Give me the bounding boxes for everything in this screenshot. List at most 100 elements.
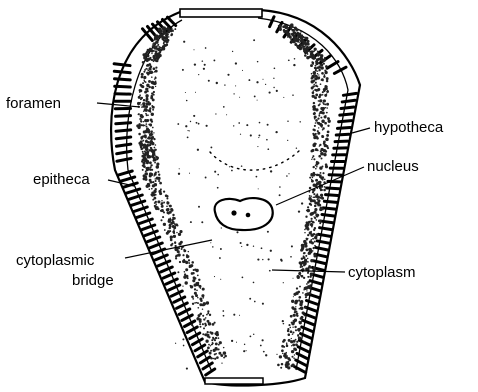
cytoplasm-dot <box>253 282 255 284</box>
cytoplasm-dot <box>195 92 196 93</box>
cytoplasm-dot <box>312 144 315 147</box>
cytoplasm-dot <box>300 307 301 308</box>
cytoplasm-dot <box>206 301 209 304</box>
cytoplasm-dot <box>320 83 322 85</box>
cytoplasm-dot <box>310 259 313 262</box>
cytoplasm-dot <box>155 67 157 69</box>
cytoplasm-dot <box>161 37 164 40</box>
cytoplasm-dot <box>312 157 314 159</box>
cytoplasm-dot <box>313 136 316 139</box>
cytoplasm-dot <box>206 333 208 335</box>
label-bridge: bridge <box>72 272 114 289</box>
cytoplasm-dot <box>262 259 263 260</box>
cytoplasm-dot <box>185 125 187 127</box>
cytoplasm-dot <box>323 189 326 192</box>
cytoplasm-dot <box>159 29 162 32</box>
cytoplasm-dot <box>166 195 169 198</box>
cytoplasm-dot <box>257 146 258 147</box>
cytoplasm-dot <box>142 82 144 84</box>
cytoplasm-dot <box>173 229 175 231</box>
cytoplasm-dot <box>142 153 144 155</box>
cytoplasm-dot <box>310 54 312 56</box>
cytoplasm-dot <box>317 132 320 135</box>
cytoplasm-dot <box>140 84 143 87</box>
hypotheca-chamber <box>321 221 333 223</box>
cytoplasm-dot <box>218 352 221 355</box>
cytoplasm-dot <box>152 98 155 101</box>
cytoplasm-dot <box>324 71 327 74</box>
hypotheca-chamber <box>337 127 350 128</box>
cytoplasm-dot <box>320 107 323 110</box>
cytoplasm-dot <box>150 111 152 113</box>
cytoplasm-dot <box>242 70 243 71</box>
cytoplasm-dot <box>254 301 256 303</box>
cytoplasm-dot <box>313 221 315 223</box>
hypotheca-chamber <box>336 134 349 135</box>
cytoplasm-dot <box>191 295 194 298</box>
cytoplasm-dot <box>315 122 317 124</box>
cytoplasm-dot <box>205 177 207 179</box>
cytoplasm-dot <box>151 120 153 122</box>
cytoplasm-dot <box>215 334 217 336</box>
cytoplasm-dot <box>322 80 324 82</box>
cytoplasm-dot <box>145 94 148 97</box>
cytoplasm-dot <box>267 231 269 233</box>
cytoplasm-dot <box>304 54 307 57</box>
cytoplasm-dot <box>290 256 292 258</box>
cytoplasm-dot <box>316 78 318 80</box>
cytoplasm-dot <box>315 85 317 87</box>
cytoplasm-dot <box>310 231 312 233</box>
cytoplasm-dot <box>140 116 143 119</box>
cytoplasm-dot <box>141 124 143 126</box>
cytoplasm-dot <box>192 279 195 282</box>
cytoplasm-dot <box>191 261 194 264</box>
hypotheca-chamber <box>326 195 338 196</box>
cytoplasm-dot <box>138 96 141 99</box>
epitheca-chamber <box>115 86 131 87</box>
cytoplasm-dot <box>313 233 315 235</box>
cytoplasm-dot <box>150 173 153 176</box>
cytoplasm-dot <box>202 294 204 296</box>
cytoplasm-dot <box>302 311 305 314</box>
cytoplasm-dot <box>204 64 206 66</box>
cytoplasm-dot <box>163 211 165 213</box>
cytoplasm-dot <box>296 29 299 32</box>
cytoplasm-dot <box>172 214 174 216</box>
cytoplasm-dot <box>327 131 330 134</box>
cytoplasm-dot <box>291 338 292 339</box>
cytoplasm-dot <box>310 64 313 67</box>
cytoplasm-dot <box>288 59 290 61</box>
cytoplasm-dot <box>324 178 326 180</box>
cytoplasm-dot <box>174 223 176 225</box>
cytoplasm-dot <box>307 234 309 236</box>
cytoplasm-dot <box>215 113 216 114</box>
cytoplasm-dot <box>138 123 140 125</box>
cytoplasm-dot <box>314 201 317 204</box>
cytoplasm-dot <box>156 39 158 41</box>
cytoplasm-dot <box>311 73 313 75</box>
cytoplasm-dot <box>158 174 160 176</box>
hypotheca-chamber <box>322 214 334 216</box>
foramen-leader <box>97 103 140 107</box>
cytoplasm-dot <box>279 24 282 27</box>
cytoplasm-dot <box>199 323 201 325</box>
cytoplasm-dot <box>313 86 315 88</box>
cytoplasm-dot <box>295 306 296 307</box>
cytoplasm-dot <box>186 100 188 102</box>
cytoplasm-dot <box>241 165 243 167</box>
cytoplasm-dot <box>317 196 320 199</box>
cytoplasm-dot <box>216 349 218 351</box>
cytoplasm-dot <box>292 94 294 96</box>
cytoplasm-dot <box>313 158 315 160</box>
cytoplasm-dot <box>163 26 166 29</box>
cytoplasm-dot <box>320 172 322 174</box>
cytoplasm-dot <box>250 134 252 136</box>
cytoplasm-dot <box>313 254 316 257</box>
cytoplasm-dot <box>157 48 160 51</box>
cytoplasm-dot <box>141 76 144 79</box>
cytoplasm-dot <box>294 301 297 304</box>
cytoplasm-dot <box>149 123 152 126</box>
cytoplasm-dot <box>312 177 313 178</box>
hypotheca-chamber <box>340 114 353 115</box>
